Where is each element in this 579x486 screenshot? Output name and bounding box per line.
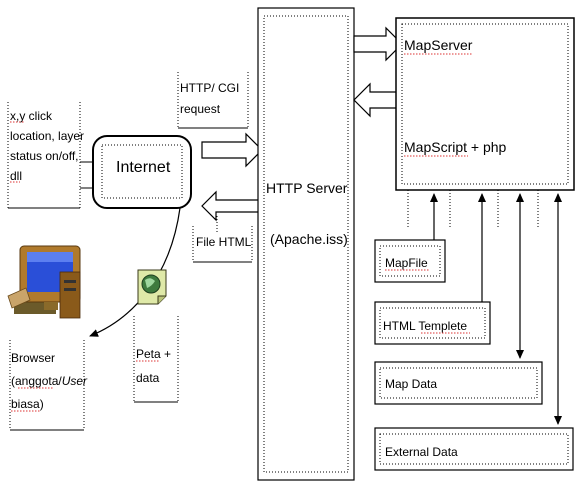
- server-to-mapserver-arrow: [353, 26, 403, 62]
- request-note-line-3: status on/off,: [10, 149, 79, 163]
- mapserver-to-server-arrow: [353, 82, 403, 118]
- browser-label-line-2: (anggota/User: [11, 374, 88, 388]
- mapserver-box: MapServer MapScript + php: [395, 17, 575, 191]
- peta-label-line-1: Peta +: [136, 347, 171, 361]
- request-arrow: [201, 132, 263, 168]
- map-data-label: Map Data: [385, 377, 437, 391]
- browser-label-line-1: Browser: [11, 351, 55, 365]
- computer-icon: [7, 245, 81, 319]
- peta-label-line-2: data: [136, 371, 160, 385]
- html-template-label: HTML Templete: [383, 319, 467, 333]
- http-cgi-line-1: HTTP/ CGI: [180, 81, 239, 95]
- mapscript-label: MapScript + php: [404, 139, 507, 155]
- internet-node: Internet: [92, 135, 192, 209]
- browser-label-box: Browser (anggota/User biasa): [9, 340, 88, 431]
- http-server-box: HTTP Server (Apache.iss): [257, 7, 355, 481]
- request-note-line-4: dll: [10, 169, 22, 183]
- http-cgi-line-2: request: [180, 102, 221, 116]
- response-arrow: [201, 190, 265, 222]
- file-html-label: File HTML: [196, 235, 252, 249]
- peta-label-box: Peta + data: [133, 316, 179, 403]
- mapfile-label: MapFile: [385, 256, 428, 270]
- mapserver-ticks: [407, 190, 539, 228]
- http-cgi-request-label: HTTP/ CGI request: [177, 72, 249, 129]
- data-connectors: [430, 193, 562, 425]
- request-note-line-1: x,y click: [10, 109, 53, 123]
- note-to-internet-connector: [80, 161, 93, 189]
- mapfile-box: MapFile: [374, 239, 446, 283]
- apache-label: (Apache.iss): [270, 231, 348, 247]
- http-server-label: HTTP Server: [266, 180, 348, 196]
- external-data-label: External Data: [385, 445, 458, 459]
- map-document-icon: [137, 269, 167, 305]
- mapserver-label: MapServer: [404, 37, 473, 53]
- map-data-box: Map Data: [374, 361, 543, 405]
- internet-label: Internet: [116, 159, 171, 176]
- browser-label-line-3: biasa): [11, 397, 44, 411]
- request-note-box: x,y click location, layer status on/off,…: [7, 102, 84, 209]
- request-note-line-2: location, layer: [10, 129, 84, 143]
- html-template-box: HTML Templete: [374, 301, 491, 345]
- file-html-label-box: File HTML: [192, 216, 253, 263]
- external-data-box: External Data: [374, 427, 574, 471]
